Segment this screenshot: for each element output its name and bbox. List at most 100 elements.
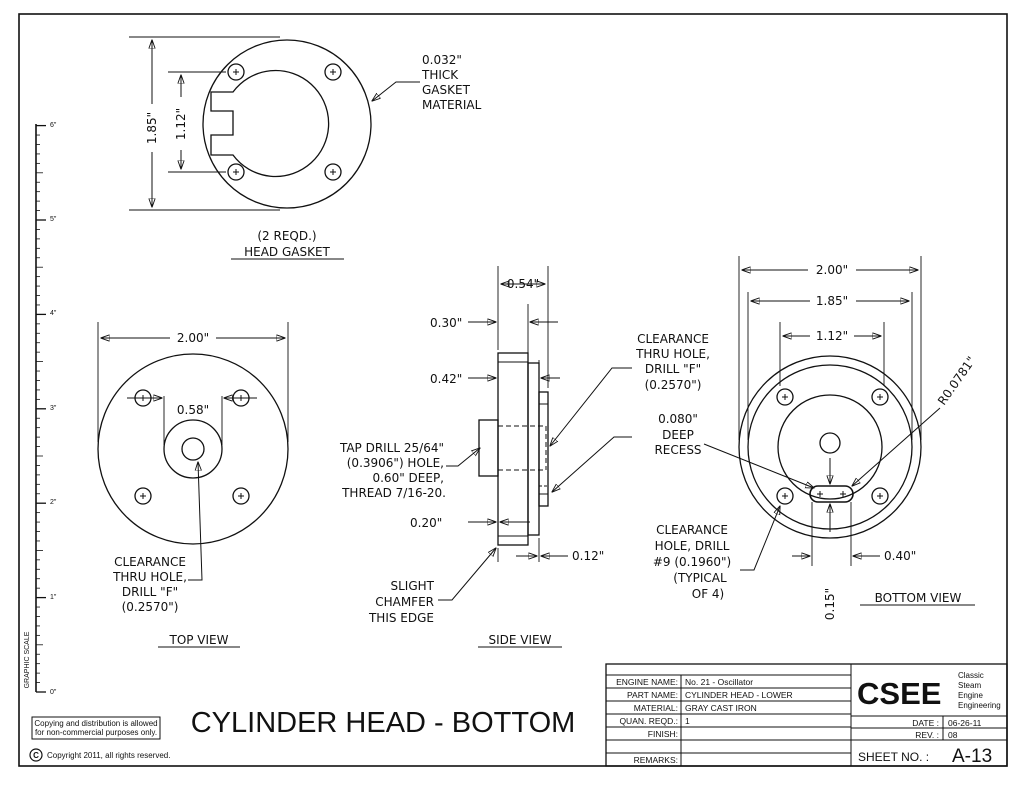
copyright-box bbox=[31, 716, 161, 740]
bottom-view-title: BOTTOM VIEW bbox=[875, 591, 962, 605]
tb-date-value: 06-26-11 bbox=[948, 718, 982, 728]
gasket-hole bbox=[227, 163, 245, 181]
bottom-dim-185: 1.85" bbox=[816, 294, 848, 308]
side-chamfer-note-1: CHAMFER bbox=[375, 595, 434, 609]
side-dim-012: 0.12" bbox=[572, 549, 604, 563]
bottom-hole-note-3: (TYPICAL bbox=[673, 571, 727, 585]
scale-label: GRAPHIC SCALE bbox=[24, 631, 31, 688]
gasket-note-0: 0.032" bbox=[422, 53, 462, 67]
side-chamfer-note-2: THIS EDGE bbox=[368, 611, 434, 625]
side-recess-note-0: 0.080" bbox=[658, 412, 698, 426]
top-bore-outer bbox=[163, 419, 223, 479]
tb-label-material: MATERIAL: bbox=[634, 703, 678, 713]
gasket-hole bbox=[227, 63, 245, 81]
side-view-title: SIDE VIEW bbox=[489, 633, 552, 647]
tb-label-engine: ENGINE NAME: bbox=[616, 677, 678, 687]
head-gasket-view bbox=[129, 36, 420, 211]
bottom-hole-note-4: OF 4) bbox=[692, 587, 724, 601]
bottom-hole-note-1: HOLE, DRILL bbox=[655, 539, 730, 553]
logo-expansion-3: Engineering bbox=[958, 701, 1001, 710]
logo-expansion-1: Steam bbox=[958, 681, 981, 690]
logo-expansion-2: Engine bbox=[958, 691, 983, 700]
gasket-hole bbox=[324, 63, 342, 81]
copyright-line: Copyright 2011, all rights reserved. bbox=[47, 751, 170, 760]
side-dim-030: 0.30" bbox=[430, 316, 462, 330]
side-tap-note-3: THREAD 7/16-20. bbox=[341, 486, 446, 500]
gasket-note-1: THICK bbox=[421, 68, 459, 82]
gasket-outer-circle bbox=[202, 39, 372, 209]
bottom-dim-040: 0.40" bbox=[884, 549, 916, 563]
sheet-border bbox=[18, 13, 1008, 767]
tb-sheet-label: SHEET NO. : bbox=[858, 750, 929, 764]
top-note-1: THRU HOLE, bbox=[112, 570, 187, 584]
side-clearance-note-1: THRU HOLE, bbox=[635, 347, 710, 361]
top-hole bbox=[134, 487, 152, 505]
bottom-dim-112: 1.12" bbox=[816, 329, 848, 343]
side-hidden-tap bbox=[498, 425, 547, 471]
side-dim-054: 0.54" bbox=[507, 277, 539, 291]
top-hole bbox=[232, 487, 250, 505]
tb-rev-label: REV. : bbox=[915, 730, 939, 740]
copyright-box-line-1: for non-commercial purposes only. bbox=[35, 728, 157, 737]
tb-label-part: PART NAME: bbox=[627, 690, 678, 700]
gasket-inner-opening bbox=[210, 69, 330, 178]
side-chamfer-note-0: SLIGHT bbox=[391, 579, 435, 593]
scale-ticks bbox=[36, 124, 46, 693]
side-dim-042: 0.42" bbox=[430, 372, 462, 386]
top-dim-center: 0.58" bbox=[177, 403, 209, 417]
tb-value-material: GRAY CAST IRON bbox=[685, 703, 757, 713]
gasket-qty: (2 REQD.) bbox=[257, 229, 316, 243]
bottom-outer-circle bbox=[738, 355, 922, 539]
title-block bbox=[605, 663, 1008, 767]
scale-tick-label: 2" bbox=[50, 499, 57, 506]
top-outer-circle bbox=[97, 353, 289, 545]
bottom-dim-radius: R0.0781" bbox=[935, 354, 979, 408]
tb-value-engine: No. 21 - Oscillator bbox=[685, 677, 753, 687]
bottom-hole bbox=[776, 487, 794, 505]
gasket-hole bbox=[324, 163, 342, 181]
top-note-2: DRILL "F" bbox=[122, 585, 178, 599]
drawing-title: CYLINDER HEAD - BOTTOM bbox=[191, 707, 576, 739]
gasket-dim-inner: 1.12" bbox=[174, 108, 188, 140]
top-bore-inner bbox=[181, 437, 205, 461]
tb-value-quantity: 1 bbox=[685, 716, 690, 726]
scale-tick-label: 6" bbox=[50, 122, 57, 129]
side-tap-note-1: (0.3906") HOLE, bbox=[347, 456, 444, 470]
side-recess-note-1: DEEP bbox=[662, 428, 694, 442]
side-body bbox=[527, 362, 540, 536]
bottom-dim-015: 0.15" bbox=[823, 588, 837, 620]
bottom-hole bbox=[871, 487, 889, 505]
bottom-hole-note-2: #9 (0.1960") bbox=[653, 555, 731, 569]
gasket-view-title: HEAD GASKET bbox=[244, 245, 330, 259]
top-view bbox=[97, 322, 289, 581]
side-tap-boss bbox=[478, 419, 499, 477]
side-tap-note-0: TAP DRILL 25/64" bbox=[339, 441, 444, 455]
side-boss bbox=[538, 391, 549, 507]
bottom-recess-slot bbox=[809, 485, 854, 503]
tb-value-part: CYLINDER HEAD - LOWER bbox=[685, 690, 793, 700]
graphic-scale bbox=[35, 124, 46, 693]
scale-tick-label: 3" bbox=[50, 405, 57, 412]
gasket-note-3: MATERIAL bbox=[422, 98, 482, 112]
top-view-title: TOP VIEW bbox=[168, 633, 228, 647]
tb-rev-value: 08 bbox=[948, 730, 958, 740]
top-dim-width: 2.00" bbox=[177, 331, 209, 345]
top-note-0: CLEARANCE bbox=[114, 555, 186, 569]
side-dim-020: 0.20" bbox=[410, 516, 442, 530]
bottom-center-hole bbox=[819, 432, 841, 454]
side-view bbox=[438, 266, 632, 601]
tb-label-quantity: QUAN. REQD.: bbox=[619, 716, 678, 726]
bottom-hole bbox=[871, 388, 889, 406]
side-clearance-note-3: (0.2570") bbox=[645, 378, 702, 392]
side-recess-note-2: RECESS bbox=[654, 443, 701, 457]
gasket-dim-outer: 1.85" bbox=[145, 112, 159, 144]
side-clearance-note-0: CLEARANCE bbox=[637, 332, 709, 346]
bottom-view bbox=[703, 256, 941, 571]
csee-logo: CSEE bbox=[857, 676, 941, 711]
tb-label-remarks: REMARKS: bbox=[634, 755, 678, 765]
scale-tick-label: 1" bbox=[50, 594, 57, 601]
bottom-hole bbox=[776, 388, 794, 406]
scale-tick-label: 4" bbox=[50, 310, 57, 317]
side-flange bbox=[497, 352, 529, 546]
